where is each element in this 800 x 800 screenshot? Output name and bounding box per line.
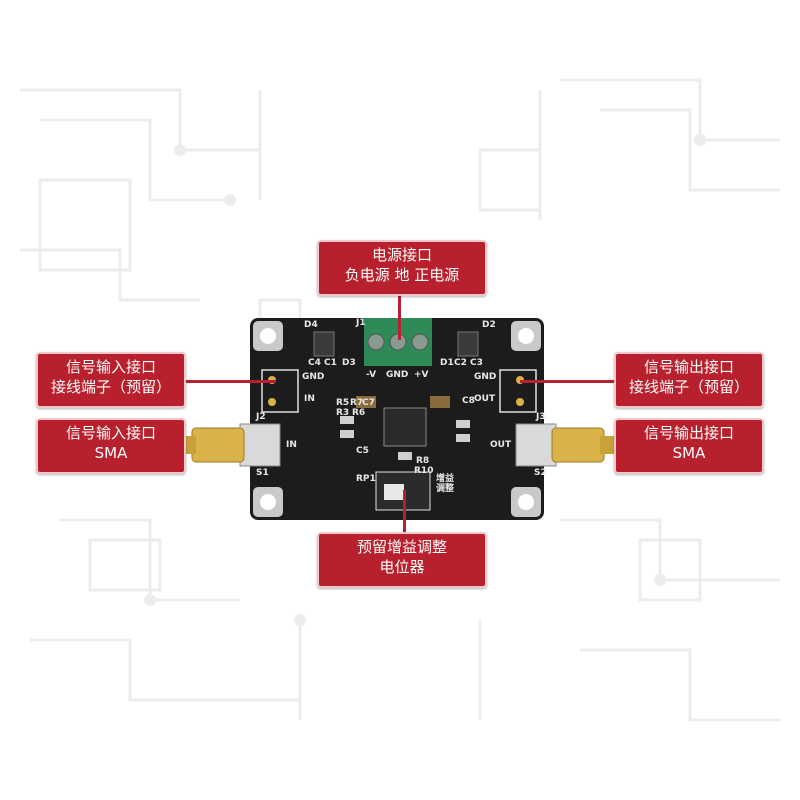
output-terminal-callout: 信号输出接口 接线端子（预留） [614,352,764,408]
pcb-out-label-right: OUT [474,394,496,404]
output-sma-line2: SMA [672,444,706,462]
pcb-j2-label: J2 [256,412,266,422]
input-terminal-callout: 信号输入接口 接线端子（预留） [36,352,186,408]
pcb-r3-label: R3 [336,408,350,418]
input-terminal-line2: 接线端子（预留） [50,378,171,396]
input-sma-line2: SMA [94,444,128,462]
pcb-r7-label: R7 [350,398,364,408]
input-terminal-line1: 信号输入接口 [65,358,156,376]
pcb-r6-label: R6 [352,408,366,418]
pcb-in-sma-label: IN [286,440,297,450]
pcb-c5-label: C5 [356,446,369,456]
pcb-gnd-label-left: GND [302,372,325,382]
out-terminal-callout-connector [520,380,616,383]
output-terminal-line2: 接线端子（预留） [628,378,749,396]
pot-callout-connector [403,490,406,532]
gain-potentiometer-callout: 预留增益调整 电位器 [317,532,487,588]
pcb-d4-label: D4 [304,320,318,330]
pcb-gnd-mid-label: GND [386,370,409,380]
pcb-r8-label: R8 [416,456,430,466]
output-terminal-line1: 信号输出接口 [643,358,734,376]
power-interface-callout: 电源接口 负电源 地 正电源 [317,240,487,296]
pcb-gain-adjust-label: 增益调整 [436,474,455,494]
power-callout-connector [398,296,401,340]
pcb-d1-label: D1 [440,358,454,368]
output-sma-line1: 信号输出接口 [643,424,734,442]
pcb-c4-label: C4 [308,358,321,368]
pot-callout-line2: 电位器 [379,558,425,576]
pcb-c1-label: C1 [324,358,337,368]
pcb-rp1-label: RP1 [356,474,376,484]
pcb-in-label-left: IN [304,394,315,404]
mounting-holes [253,321,541,517]
pcb-c3-label: C3 [470,358,483,368]
pcb-d3-label: D3 [342,358,356,368]
pcb-c2-label: C2 [454,358,467,368]
pcb-j1-label: J1 [356,318,366,328]
pcb-d2-label: D2 [482,320,496,330]
pcb-c7-label: C7 [362,398,375,408]
sma-connector-out [515,423,614,467]
sma-connector-in [182,423,281,467]
input-sma-line1: 信号输入接口 [65,424,156,442]
pcb-neg-v-label: -V [366,370,377,380]
pcb-pos-v-label: +V [414,370,429,380]
pcb-s2-label: S2 [534,468,547,478]
in-terminal-callout-connector [186,380,276,383]
pcb-gnd-label-right: GND [474,372,497,382]
power-callout-line2: 负电源 地 正电源 [344,266,460,284]
pcb-j3-label: J3 [536,412,546,422]
pcb-r10-label: R10 [414,466,434,476]
output-sma-callout: 信号输出接口 SMA [614,418,764,474]
pcb-out-sma-label: OUT [490,440,512,450]
pcb-r5-label: R5 [336,398,350,408]
pot-callout-line1: 预留增益调整 [356,538,447,556]
pcb-s1-label: S1 [256,468,269,478]
power-callout-line1: 电源接口 [371,246,432,264]
pcb-c8-label: C8 [462,396,475,406]
input-sma-callout: 信号输入接口 SMA [36,418,186,474]
